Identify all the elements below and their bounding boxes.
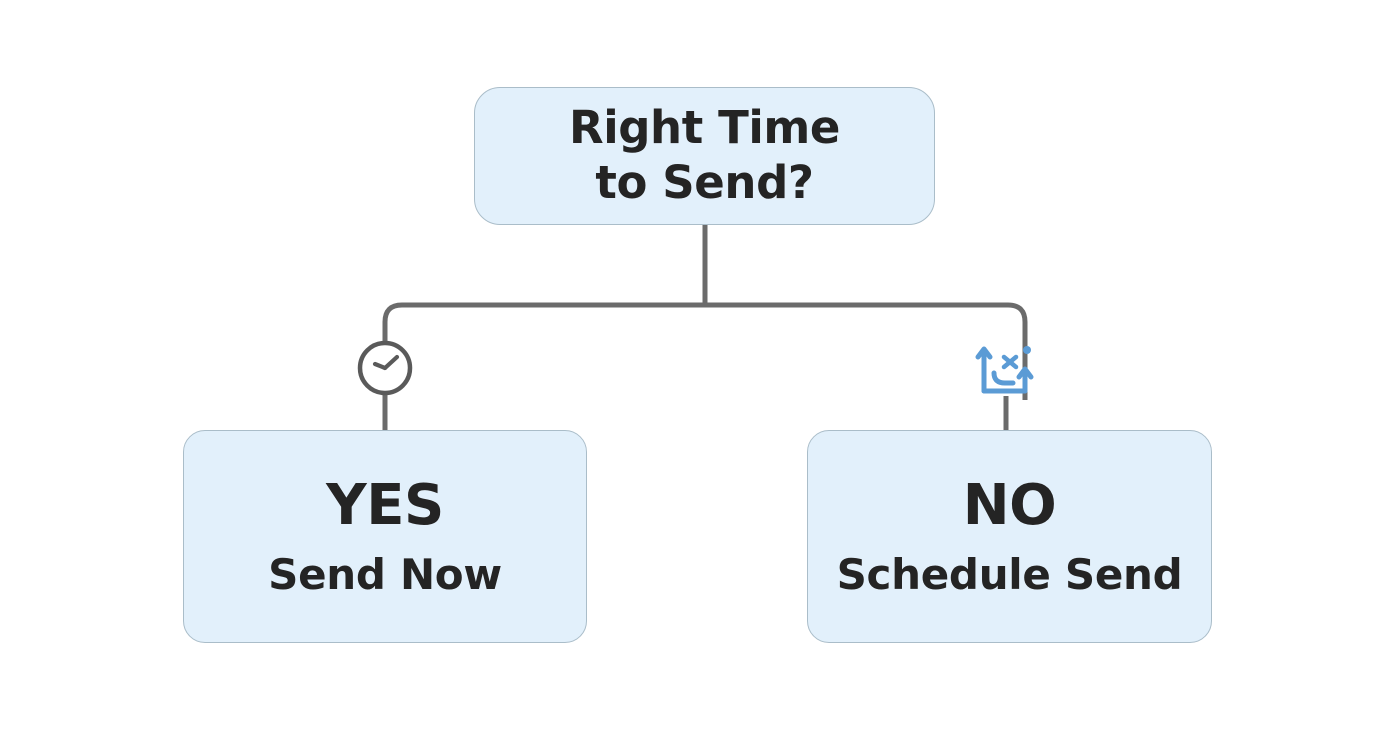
outcome-yes-verdict: YES [326, 472, 444, 538]
connector-branch-rail [382, 302, 1028, 400]
outcome-no-verdict: NO [962, 472, 1057, 538]
schedule-send-icon [975, 337, 1037, 399]
outcome-yes-action: Send Now [268, 549, 502, 599]
decision-node-line-1: Right Time [568, 101, 841, 155]
clock-icon [355, 338, 415, 398]
decision-node-right-time-to-send[interactable]: Right Time to Send? [474, 87, 935, 225]
outcome-no-action: Schedule Send [836, 549, 1183, 599]
outcome-node-no[interactable]: NO Schedule Send [807, 430, 1212, 643]
outcome-node-yes[interactable]: YES Send Now [183, 430, 587, 643]
decision-node-line-2: to Send? [595, 156, 814, 209]
